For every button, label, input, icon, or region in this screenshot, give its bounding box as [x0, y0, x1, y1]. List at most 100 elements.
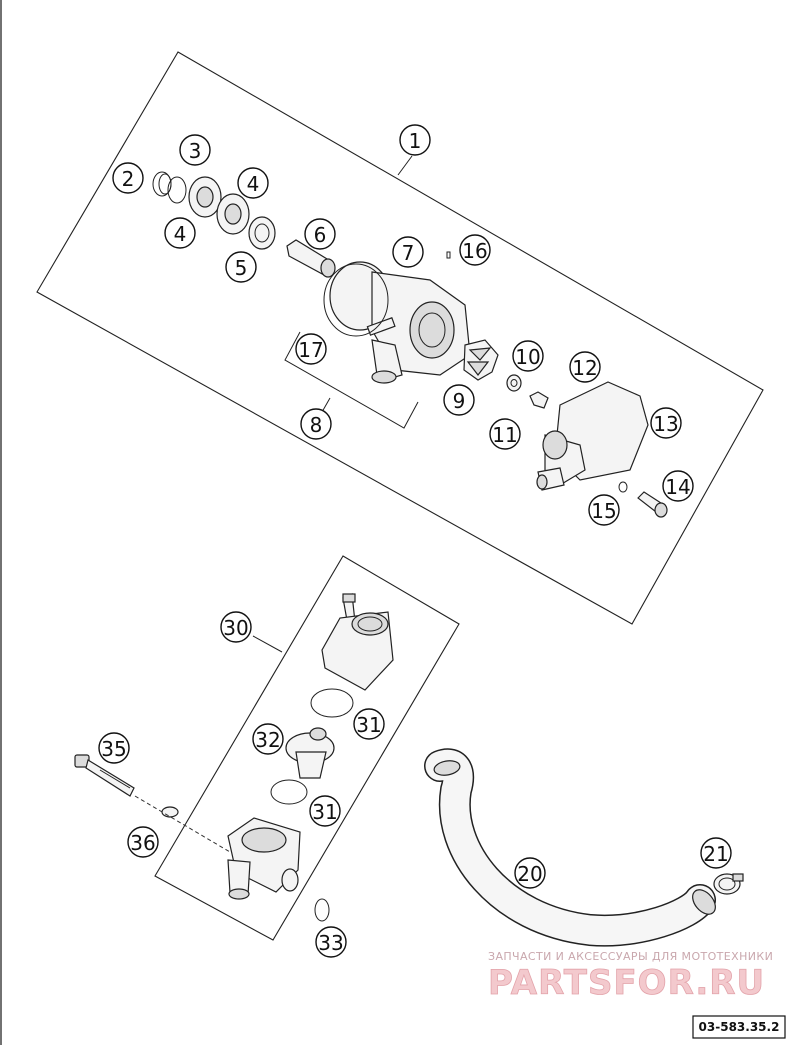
callout-number: 15	[591, 499, 616, 523]
callout-number: 14	[665, 475, 690, 499]
callout-circle	[127, 826, 159, 858]
callout-number: 16	[462, 239, 487, 263]
callout-4b: 4	[164, 217, 196, 249]
callout-circle	[443, 384, 475, 416]
callout-number: 32	[255, 728, 280, 752]
callout-circle	[98, 732, 130, 764]
callout-number: 31	[312, 800, 337, 824]
coolant-hose-part	[424, 748, 716, 947]
leader-8	[321, 397, 331, 413]
callout-circle	[459, 234, 491, 266]
callout-2: 2	[112, 162, 144, 194]
callout-circle	[179, 134, 211, 166]
thermostat-housing-part	[227, 817, 301, 900]
bolt-35-part	[74, 754, 135, 797]
callout-5: 5	[225, 251, 257, 283]
callout-1: 1	[399, 124, 431, 156]
callout-31b: 31	[309, 795, 341, 827]
callout-circle	[220, 611, 252, 643]
callout-number: 8	[310, 413, 323, 437]
callout-number: 7	[402, 241, 415, 265]
callout-number: 35	[101, 737, 126, 761]
impeller-screw-part	[529, 391, 549, 409]
hose-clamp-part	[713, 873, 744, 895]
callout-circle	[399, 124, 431, 156]
retaining-ring-part	[167, 176, 187, 204]
callout-number: 6	[314, 223, 327, 247]
callout-circle	[489, 418, 521, 450]
callout-circle	[512, 340, 544, 372]
callout-number: 13	[653, 412, 678, 436]
callout-number: 30	[223, 616, 248, 640]
callout-number: 1	[409, 129, 422, 153]
callout-number: 31	[356, 713, 381, 737]
callout-30: 30	[220, 611, 252, 643]
callout-circle	[315, 926, 347, 958]
bracket-8	[284, 331, 419, 429]
callout-17: 17	[295, 333, 327, 365]
bolt-axis-dashed	[134, 795, 231, 853]
thermostat-cover-part	[321, 611, 394, 691]
watermark-tagline: ЗАПЧАСТИ И АКСЕССУАРЫ ДЛЯ МОТОТЕХНИКИ	[488, 950, 773, 963]
callout-13: 13	[650, 407, 682, 439]
drawing-code-box	[692, 1015, 786, 1039]
callout-number: 36	[130, 831, 155, 855]
callout-layer: 1234456789101112131415161720213031313233…	[98, 124, 732, 958]
bearing-part-b	[216, 193, 250, 235]
callout-32: 32	[252, 723, 284, 755]
callout-36: 36	[127, 826, 159, 858]
callout-number: 33	[318, 931, 343, 955]
callout-11: 11	[489, 418, 521, 450]
o-ring-33-part	[314, 898, 330, 922]
callout-circle	[700, 837, 732, 869]
callout-circle	[304, 218, 336, 250]
o-ring-17-part	[323, 263, 389, 337]
callout-4a: 4	[237, 167, 269, 199]
washer-36-part	[161, 806, 179, 818]
callout-number: 11	[492, 423, 517, 447]
callout-circle	[392, 236, 424, 268]
callout-circle	[569, 351, 601, 383]
callout-number: 21	[703, 842, 728, 866]
callout-circle	[164, 217, 196, 249]
callout-16: 16	[459, 234, 491, 266]
leader-1	[397, 155, 413, 176]
callout-circle	[309, 795, 341, 827]
seal-ring-part	[248, 216, 276, 250]
bearing-part-a	[188, 176, 222, 218]
circlip-part	[152, 171, 172, 197]
callout-14: 14	[662, 470, 694, 502]
callout-number: 3	[189, 139, 202, 163]
callout-number: 2	[122, 167, 135, 191]
callout-3: 3	[179, 134, 211, 166]
callout-number: 9	[453, 389, 466, 413]
callout-circle	[225, 251, 257, 283]
callout-6: 6	[304, 218, 336, 250]
o-ring-15-part	[618, 481, 628, 493]
leader-30	[252, 635, 283, 653]
gasket-31-upper-part	[310, 688, 354, 718]
gasket-31-lower-part	[270, 779, 308, 805]
callout-circle	[588, 494, 620, 526]
callout-number: 5	[235, 256, 248, 280]
callout-number: 10	[515, 345, 540, 369]
callout-number: 4	[247, 172, 260, 196]
pump-housing-part	[329, 261, 471, 384]
drawing-code: 03-583.35.2	[699, 1020, 780, 1034]
callout-21: 21	[700, 837, 732, 869]
callout-circle	[237, 167, 269, 199]
thermostat-group-frame	[154, 555, 460, 941]
dowel-16-part	[446, 251, 451, 259]
cover-bolt-14-part	[637, 491, 668, 518]
washer-10-part	[506, 374, 522, 392]
callout-circle	[650, 407, 682, 439]
callout-10: 10	[512, 340, 544, 372]
callout-circle	[514, 857, 546, 889]
pump-cover-part	[536, 381, 649, 491]
callout-33: 33	[315, 926, 347, 958]
callout-circle	[662, 470, 694, 502]
callout-8: 8	[300, 408, 332, 440]
callout-circle	[112, 162, 144, 194]
callout-12: 12	[569, 351, 601, 383]
